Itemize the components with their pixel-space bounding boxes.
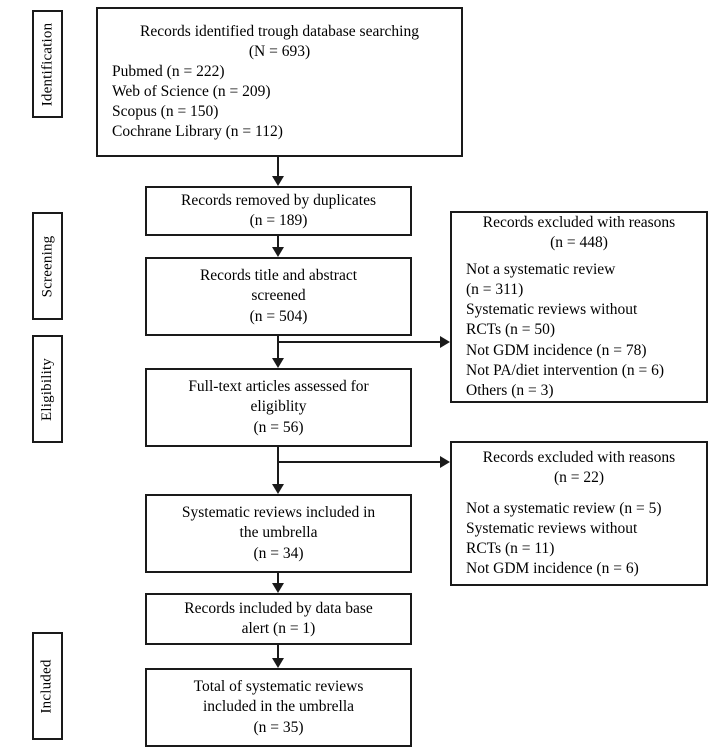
records-identified-total: (N = 693) [248,42,311,60]
phase-label-identification: Identification [32,10,63,118]
arrowhead-duplicates-to-screened [272,247,284,257]
connector-fulltext-down [277,447,279,488]
included-umbrella-count: (n = 34) [253,544,304,562]
excluded-eligibility-count: (n = 22) [553,468,605,486]
connector-screened-to-excluded [277,341,440,343]
arrowhead-included-to-alert [272,583,284,593]
excluded-eligibility-reason-3: Not GDM incidence (n = 6) [466,560,639,578]
box-records-excluded-eligibility: Records excluded with reasons (n = 22) N… [450,441,708,586]
phase-label-screening-text: Screening [39,235,55,297]
source-web-of-science: Web of Science (n = 209) [112,83,271,100]
phase-label-eligibility-text: Eligibility [39,357,56,421]
connector-alert-to-total [277,645,279,662]
phase-label-identification-text: Identification [39,22,56,106]
box-database-alert: Records included by data base alert (n =… [145,593,412,645]
excluded-eligibility-reason-2-count: RCTs (n = 11) [466,540,555,558]
arrowhead-screened-to-excluded [440,336,450,348]
box-records-excluded-screening: Records excluded with reasons (n = 448) … [450,211,708,403]
duplicates-count: (n = 189) [249,212,308,229]
database-alert-count: alert (n = 1) [241,620,316,637]
excluded-screening-reason-5: Others (n = 3) [466,381,554,399]
excluded-screening-reason-1: Not a systematic review [466,261,616,279]
phase-label-screening: Screening [32,212,63,320]
screened-label-2: screened [251,287,306,305]
total-label-2: included in the umbrella [202,698,355,716]
box-systematic-reviews-included: Systematic reviews included in the umbre… [145,494,412,573]
database-alert-label: Records included by data base [184,599,373,617]
spacer [466,253,692,260]
connector-identified-to-duplicates [277,157,279,179]
fulltext-label-2: eligiblity [250,398,307,416]
connector-included-to-alert [277,573,279,587]
fulltext-count: (n = 56) [253,418,304,436]
phase-label-included: Included [32,632,63,740]
excluded-screening-count: (n = 448) [550,234,608,252]
phase-label-included-text: Included [39,658,56,714]
arrowhead-identified-to-duplicates [272,176,284,186]
arrowhead-alert-to-total [272,658,284,668]
box-total-systematic-reviews: Total of systematic reviews included in … [145,668,412,747]
connector-screened-down [277,336,279,362]
spacer [466,488,692,499]
excluded-screening-reason-4: Not PA/diet intervention (n = 6) [466,361,665,379]
total-label-1: Total of systematic reviews [193,678,364,696]
arrowhead-fulltext-to-excluded [440,456,450,468]
excluded-screening-title: Records excluded with reasons [482,214,676,231]
box-records-identified: Records identified trough database searc… [96,7,463,157]
arrowhead-screened-to-fulltext [272,358,284,368]
included-umbrella-label-2: the umbrella [239,524,318,542]
records-identified-title: Records identified trough database searc… [140,22,419,40]
box-fulltext-assessed: Full-text articles assessed for eligibli… [145,368,412,447]
excluded-eligibility-title: Records excluded with reasons [482,448,676,466]
fulltext-label-1: Full-text articles assessed for [188,378,369,396]
excluded-eligibility-reason-1: Not a systematic review (n = 5) [466,499,662,517]
excluded-screening-reason-3: Not GDM incidence (n = 78) [466,341,647,359]
arrowhead-fulltext-to-included [272,484,284,494]
phase-label-eligibility: Eligibility [32,335,63,443]
box-records-screened: Records title and abstract screened (n =… [145,257,412,336]
screened-count: (n = 504) [249,307,308,325]
box-records-removed-duplicates: Records removed by duplicates (n = 189) [145,186,412,236]
source-pubmed: Pubmed (n = 222) [112,62,225,80]
excluded-screening-reason-1-count: (n = 311) [466,281,524,299]
excluded-eligibility-reason-2: Systematic reviews without [466,520,638,537]
connector-fulltext-to-excluded [277,461,440,463]
excluded-screening-reason-2: Systematic reviews without [466,301,638,319]
excluded-screening-reason-2-count: RCTs (n = 50) [466,321,556,339]
duplicates-label: Records removed by duplicates [181,191,376,209]
source-cochrane-library: Cochrane Library (n = 112) [112,123,283,141]
total-count: (n = 35) [253,718,304,736]
included-umbrella-label-1: Systematic reviews included in [181,504,376,522]
connector-duplicates-to-screened [277,236,279,251]
screened-label-1: Records title and abstract [199,267,358,285]
source-scopus: Scopus (n = 150) [112,103,219,121]
